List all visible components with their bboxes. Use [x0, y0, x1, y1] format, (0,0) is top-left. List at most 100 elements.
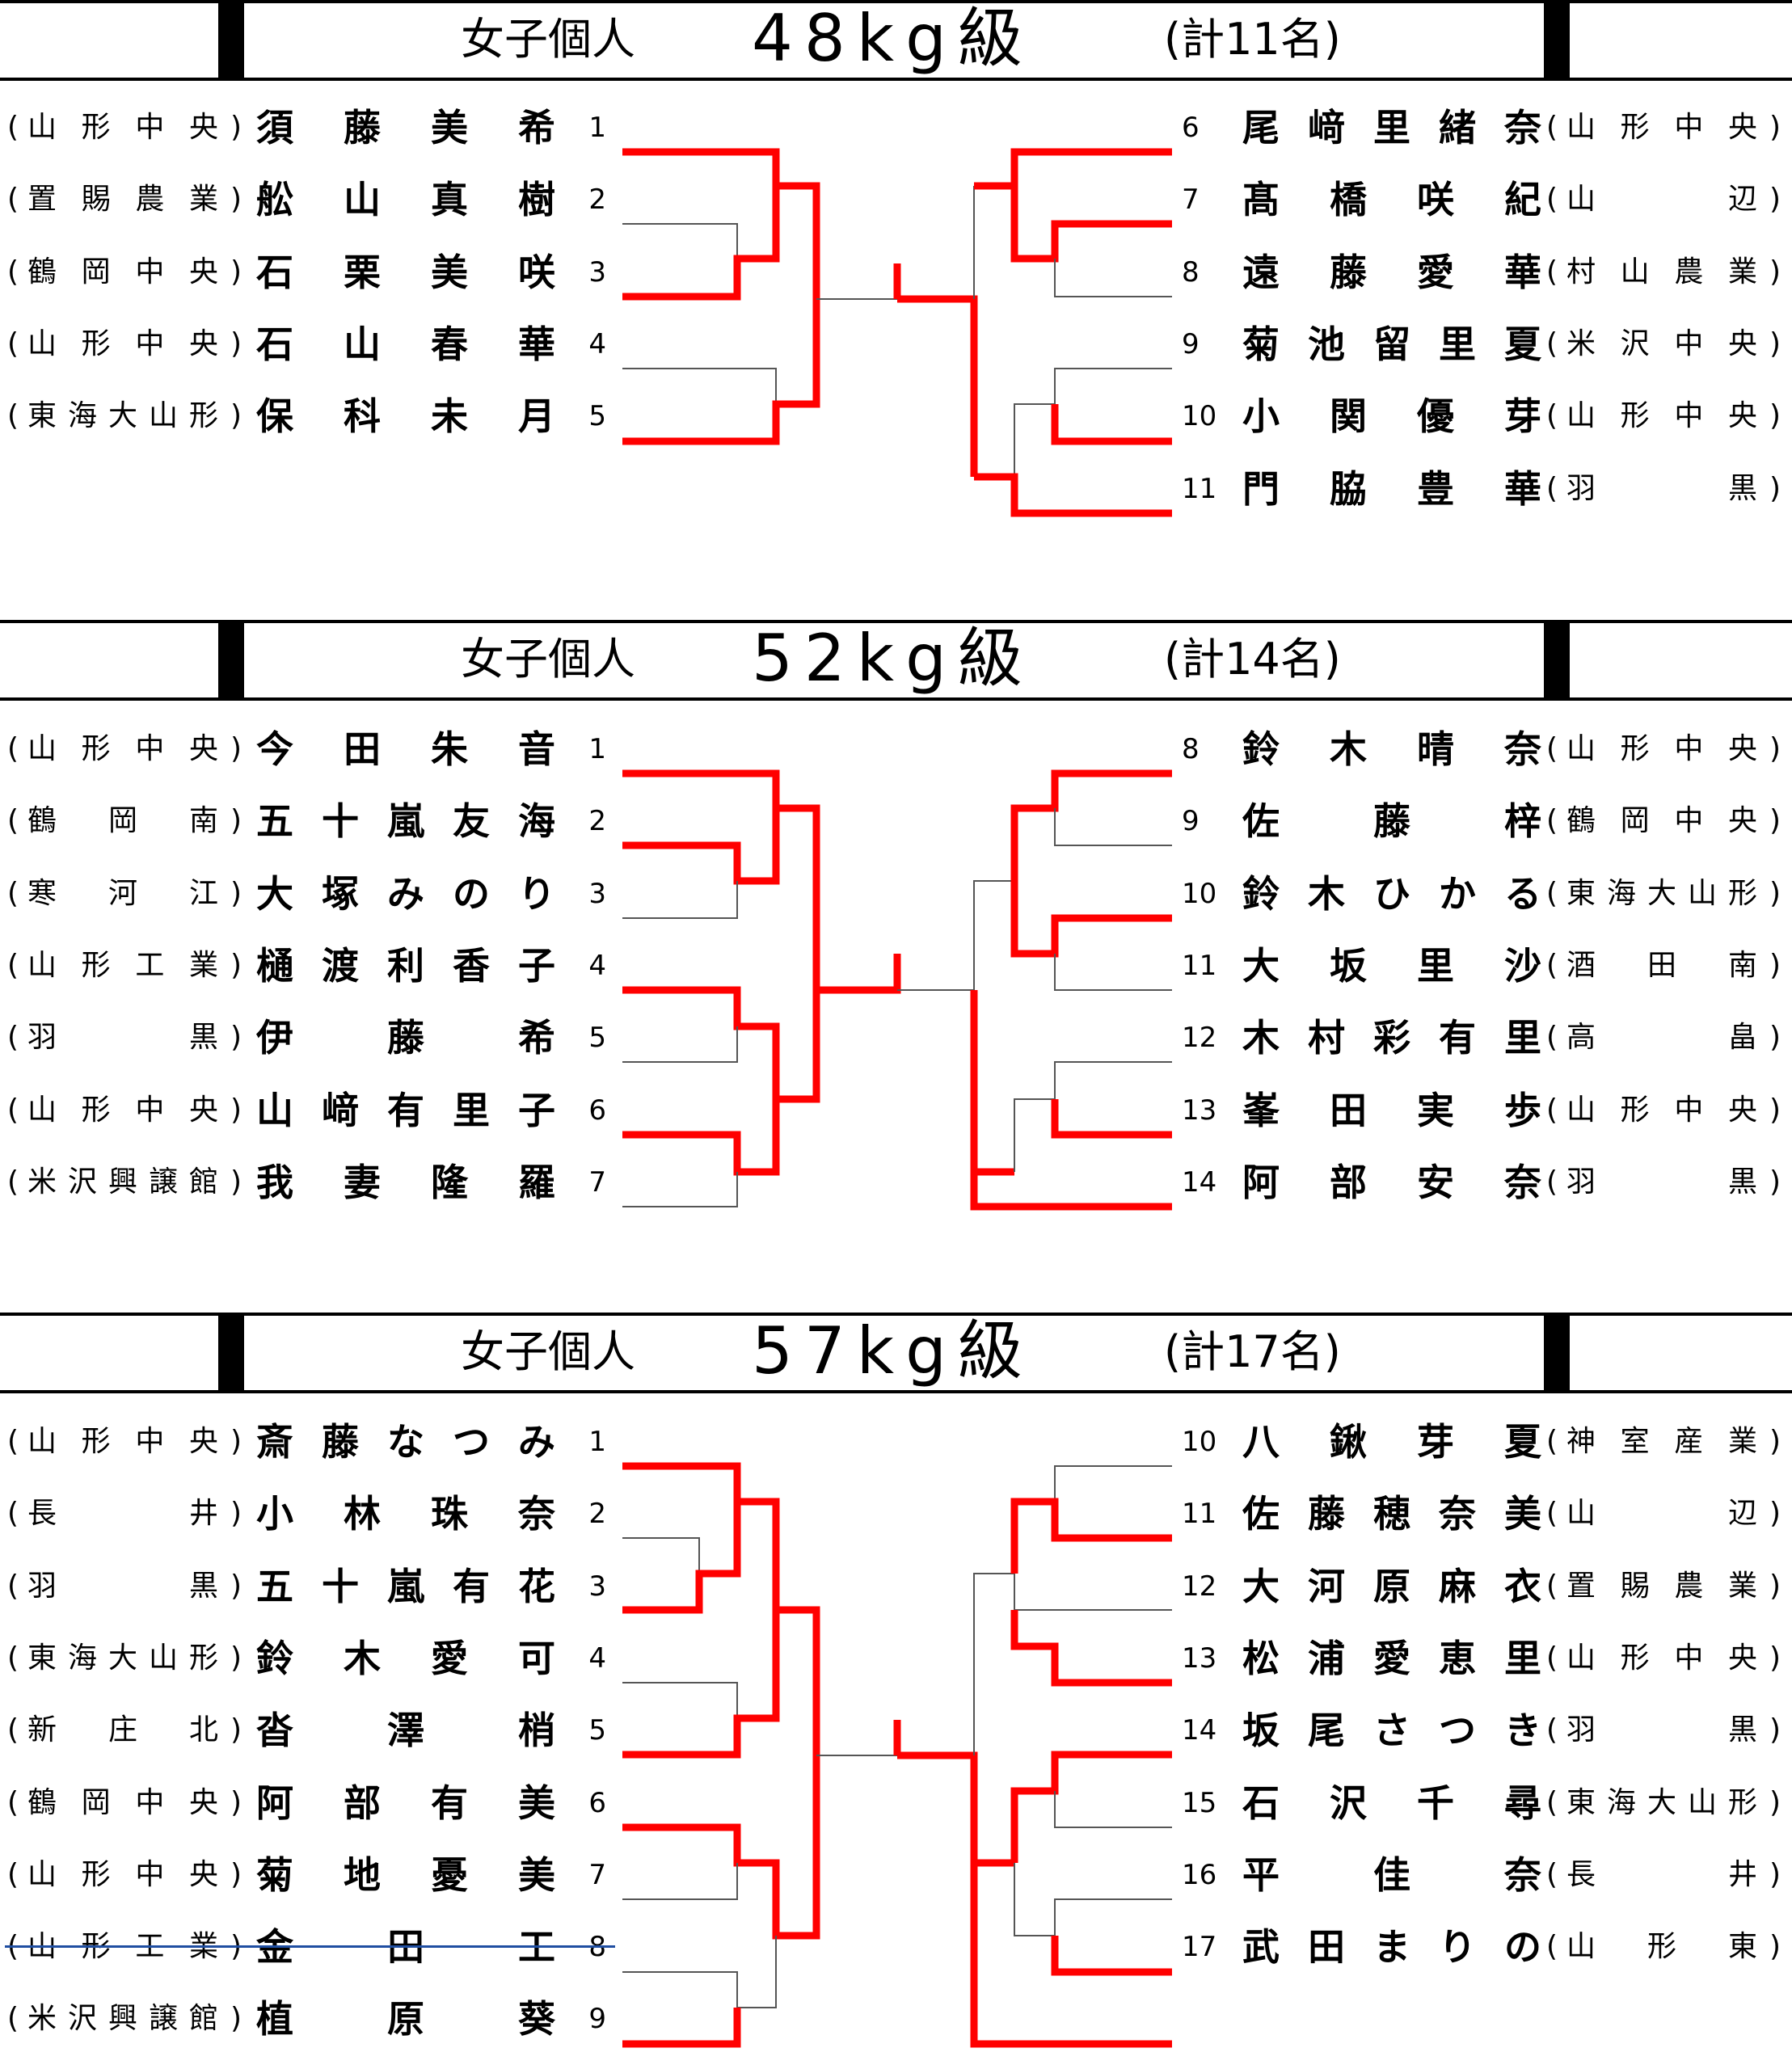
bracket-path: [622, 881, 738, 919]
char: 中: [135, 1093, 165, 1127]
paren-close: ): [1769, 1930, 1781, 1964]
char: 山: [256, 1088, 293, 1132]
school-text: 米沢興譲館: [26, 1158, 220, 1207]
seed-number: 3: [588, 255, 606, 289]
char: 酒: [1566, 948, 1596, 982]
char: 黒: [1727, 1165, 1757, 1199]
winner-path: [622, 1502, 741, 1614]
char: 形: [1620, 111, 1650, 144]
school-text: 米沢中央: [1565, 320, 1759, 369]
char: 留: [1373, 322, 1410, 366]
char: み: [387, 871, 424, 916]
competitor-name: 坂尾さつき: [1238, 1706, 1545, 1755]
char: 央: [188, 732, 218, 765]
school-text: 山形中央: [26, 1418, 220, 1466]
bracket-path: [1054, 1465, 1172, 1502]
char: 彩: [1373, 1016, 1410, 1060]
winner-path: [1051, 1099, 1172, 1139]
division-weight: 48kg級: [752, 1, 1034, 76]
school-text: 山形中央: [26, 103, 220, 152]
char: 井: [188, 1497, 218, 1531]
char: 咲: [1417, 178, 1454, 222]
paren-open: (: [6, 1785, 19, 1819]
paren-close: ): [230, 876, 242, 910]
school-text: 鶴岡中央: [26, 1779, 220, 1827]
char: 芽: [1417, 1420, 1454, 1464]
paren-close: ): [1769, 183, 1781, 217]
paren-open: (: [6, 1497, 19, 1531]
paren-open: (: [6, 2002, 19, 2036]
winner-path: [622, 186, 780, 301]
school-text: 新庄北: [26, 1706, 220, 1755]
char: 有: [431, 1780, 468, 1825]
seed-number: 12: [1182, 1022, 1217, 1055]
char: 東: [1566, 876, 1596, 910]
bracket-path: [622, 223, 738, 259]
winner-path: [1010, 1751, 1172, 1863]
seed-number: 7: [1182, 183, 1200, 217]
char: 安: [1417, 1160, 1454, 1204]
seed-number: 14: [1182, 1714, 1217, 1747]
division-weight: 57kg級: [752, 1313, 1034, 1388]
char: 羽: [1566, 1713, 1596, 1747]
char: 形: [1620, 1641, 1650, 1675]
char: 原: [387, 1997, 424, 2042]
char: 有: [1439, 1016, 1476, 1060]
competitor-name: 保科未月: [252, 392, 559, 440]
paren-open: (: [6, 948, 19, 982]
char: 山: [27, 1857, 57, 1891]
char: 夏: [1504, 1420, 1541, 1464]
char: 恵: [1439, 1636, 1476, 1680]
paren-open: (: [1545, 1785, 1558, 1819]
paren-open: (: [6, 1857, 19, 1891]
char: 央: [188, 1785, 218, 1819]
paren-open: (: [1545, 1093, 1558, 1127]
char: 形: [1647, 1930, 1676, 1964]
char: 我: [256, 1160, 293, 1204]
school-text: 鶴岡中央: [26, 248, 220, 297]
char: 南: [188, 804, 218, 838]
competitor-name: 菊池留里夏: [1238, 320, 1545, 369]
winner-path: [622, 1610, 780, 1759]
char: 田: [1330, 1088, 1367, 1132]
paren-close: ): [230, 1857, 242, 1891]
char: 大: [256, 871, 293, 916]
char: 藤: [344, 106, 381, 150]
char: 佐: [1242, 1492, 1280, 1536]
char: 藤: [1373, 799, 1410, 844]
paren-open: (: [1545, 1930, 1558, 1964]
char: 黒: [1727, 1713, 1757, 1747]
competitor-name: 石山春華: [252, 320, 559, 369]
char: 尋: [1504, 1780, 1541, 1825]
paren-close: ): [230, 732, 242, 765]
competitor-name: 小林珠奈: [252, 1490, 559, 1538]
char: 河: [108, 876, 137, 910]
bracket-path: [622, 368, 777, 404]
paren-close: ): [230, 1165, 242, 1199]
winner-path: [622, 1755, 820, 1940]
char: 長: [1566, 1857, 1596, 1891]
school-text: 酒田南: [1565, 942, 1759, 990]
paren-open: (: [1545, 948, 1558, 982]
char: 梓: [1504, 799, 1541, 844]
char: 月: [518, 394, 555, 439]
competitor-name: 斎藤なつみ: [252, 1418, 559, 1466]
paren-close: ): [1769, 399, 1781, 433]
competitor-name: 木村彩有里: [1238, 1013, 1545, 1062]
char: 子: [518, 1088, 555, 1132]
competitor-name: 今田朱音: [252, 725, 559, 773]
char: 山: [27, 732, 57, 765]
competitor-name: 佐藤梓: [1238, 797, 1545, 845]
header-bar-right: [1544, 3, 1570, 78]
char: 米: [27, 2002, 57, 2036]
char: 十: [322, 799, 359, 844]
competitor-name: 武田まりの: [1238, 1923, 1545, 1971]
winner-path: [1010, 1498, 1172, 1574]
seed-number: 9: [588, 2003, 606, 2036]
paren-open: (: [6, 1641, 19, 1675]
paren-close: ): [1769, 732, 1781, 765]
competitor-name: 石沢千尋: [1238, 1779, 1545, 1827]
competitor-name: 五十嵐友海: [252, 797, 559, 845]
